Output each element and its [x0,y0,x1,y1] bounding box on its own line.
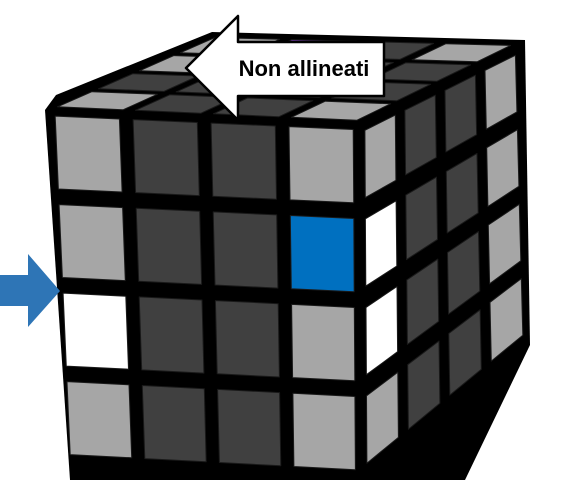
top-sticker-light-gray [411,43,512,63]
front-face [54,115,356,471]
right-sticker-light-gray [486,129,520,207]
front-sticker-dark-gray [214,300,280,378]
front-sticker-light-gray [58,204,126,282]
right-sticker-dark-gray [447,231,481,315]
callout: Non allineati [184,14,386,122]
front-sticker-light-gray [66,381,133,459]
right-face [364,54,524,464]
front-sticker-dark-gray [141,385,207,463]
front-sticker-white [62,292,129,370]
right-sticker-dark-gray [405,176,438,261]
front-sticker-light-gray [288,126,355,204]
right-sticker-dark-gray [444,74,478,153]
front-sticker-blue [289,215,355,293]
front-sticker-dark-gray [217,388,282,467]
right-sticker-light-gray [366,371,399,464]
right-sticker-dark-gray [406,258,440,345]
front-sticker-light-gray [291,303,356,382]
front-sticker-light-gray [292,392,356,471]
callout-arrow-icon [184,14,386,122]
front-sticker-dark-gray [135,207,203,285]
front-sticker-dark-gray [132,119,200,197]
front-sticker-light-gray [54,115,123,193]
top-sticker-light-gray [291,100,392,121]
front-sticker-dark-gray [212,211,279,289]
front-sticker-dark-gray [210,122,277,200]
right-sticker-white [365,286,399,376]
right-sticker-light-gray [489,278,524,362]
front-sticker-dark-gray [138,296,205,374]
blue-arrow-icon [0,254,60,327]
right-sticker-dark-gray [407,340,441,430]
top-sticker-light-gray [57,91,158,111]
right-sticker-dark-gray [445,152,479,234]
right-sticker-light-gray [364,114,397,199]
right-sticker-light-gray [484,54,518,130]
callout-label: Non allineati [239,56,370,81]
right-sticker-dark-gray [448,309,482,396]
top-sticker-dark-gray [98,73,199,92]
right-sticker-dark-gray [404,94,437,176]
right-sticker-light-gray [487,203,522,285]
right-sticker-white [364,200,398,287]
